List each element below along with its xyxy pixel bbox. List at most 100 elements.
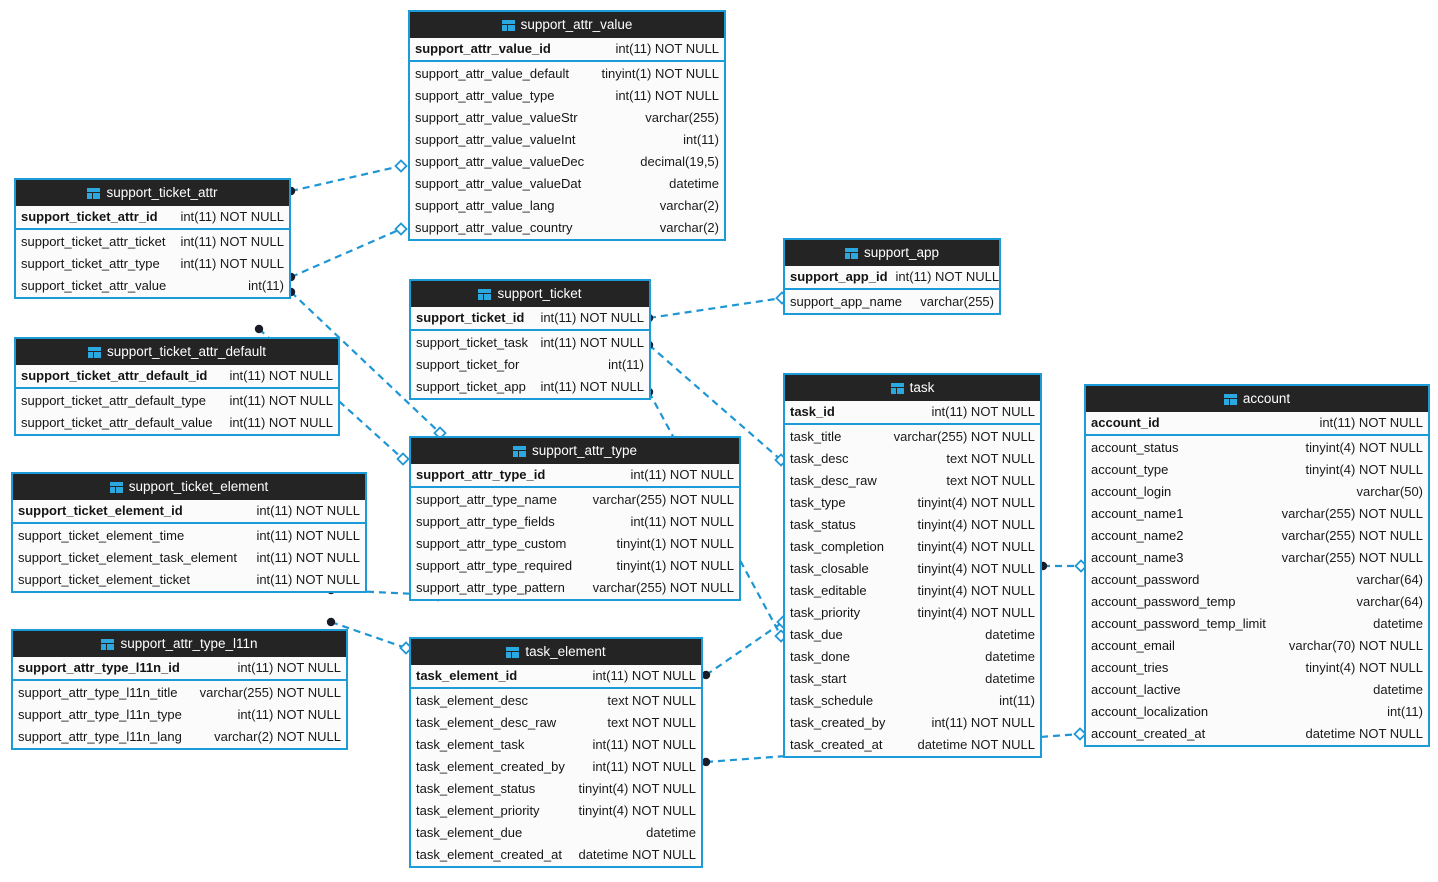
- table-header-account[interactable]: account: [1086, 386, 1428, 412]
- table-header-support_ticket_attr_default[interactable]: support_ticket_attr_default: [16, 339, 338, 365]
- table-header-task[interactable]: task: [785, 375, 1040, 401]
- relationship-task_element-to-task[interactable]: [701, 615, 790, 680]
- relationship-support_ticket-to-support_app[interactable]: [644, 291, 789, 323]
- relationship-task-to-account[interactable]: [1038, 559, 1088, 573]
- table-header-support_attr_type_l11n[interactable]: support_attr_type_l11n: [13, 631, 346, 657]
- table-header-support_attr_type[interactable]: support_attr_type: [411, 438, 739, 464]
- table-header-support_attr_value[interactable]: support_attr_value: [410, 12, 724, 38]
- table-header-task_element[interactable]: task_element: [411, 639, 701, 665]
- table-header-support_ticket[interactable]: support_ticket: [411, 281, 649, 307]
- table-header-support_ticket_attr[interactable]: support_ticket_attr: [16, 180, 289, 206]
- relationship-support_ticket_attr-to-support_attr_value[interactable]: [286, 159, 408, 196]
- relationship-support_ticket_attr-to-support_attr_value[interactable]: [286, 222, 408, 282]
- table-header-support_ticket_element[interactable]: support_ticket_element: [13, 474, 365, 500]
- table-header-support_app[interactable]: support_app: [785, 240, 999, 266]
